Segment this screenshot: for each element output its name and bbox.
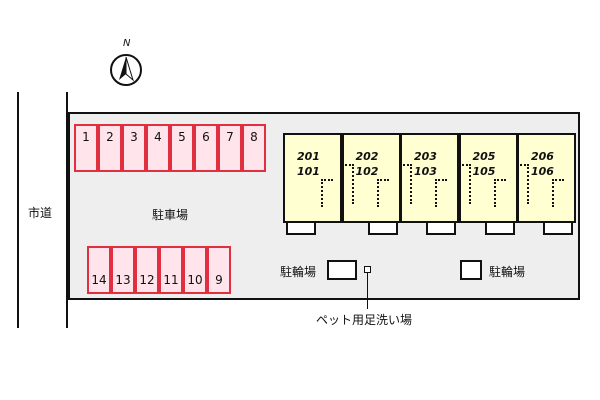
stair-outline <box>458 164 471 204</box>
parking-space-1: 1 <box>74 124 98 172</box>
unit-number-lower: 101 <box>297 165 320 178</box>
north-label: N <box>123 38 131 49</box>
stair-outline <box>400 164 412 204</box>
unit-number-upper: 203 <box>414 150 437 163</box>
entrance-step <box>484 223 515 235</box>
parking-space-13: 13 <box>111 246 135 294</box>
parking-space-5: 5 <box>170 124 194 172</box>
pet-wash-leader-line <box>367 273 368 309</box>
stair-outline <box>517 164 529 204</box>
stair-outline <box>341 164 354 204</box>
north-arrow-icon <box>110 54 142 86</box>
unit-number-lower: 102 <box>355 165 379 178</box>
bike-parking-label-left: 駐輪場 <box>280 265 317 279</box>
unit-number-lower: 103 <box>414 165 437 178</box>
lot-boundary-line <box>66 92 68 328</box>
parking-space-12: 12 <box>135 246 159 294</box>
parking-space-6: 6 <box>194 124 218 172</box>
pet-wash-marker <box>364 266 371 273</box>
unit-number-lower: 105 <box>472 165 496 178</box>
entrance-step <box>367 223 398 235</box>
parking-space-4: 4 <box>146 124 170 172</box>
parking-space-2: 2 <box>98 124 122 172</box>
parking-space-10: 10 <box>183 246 207 294</box>
unit-number-upper: 205 <box>472 150 496 163</box>
road-boundary-line <box>17 92 19 328</box>
compass: N <box>108 38 144 86</box>
stair-outline <box>321 179 333 207</box>
stair-outline <box>552 179 564 207</box>
entrance-step <box>543 223 573 235</box>
stair-outline <box>493 179 506 207</box>
stair-outline <box>376 179 389 207</box>
unit-number-upper: 201 <box>297 150 320 163</box>
bike-parking-right <box>460 260 482 280</box>
parking-space-14: 14 <box>87 246 111 294</box>
unit-number-upper: 206 <box>531 150 554 163</box>
road-label: 市道 <box>28 206 53 220</box>
bike-parking-label-right: 駐輪場 <box>489 265 526 279</box>
bike-parking-left <box>327 260 357 280</box>
entrance-step <box>286 223 316 235</box>
parking-space-7: 7 <box>218 124 242 172</box>
parking-space-3: 3 <box>122 124 146 172</box>
parking-label: 駐車場 <box>152 208 189 222</box>
entrance-step <box>426 223 456 235</box>
unit-number-lower: 106 <box>531 165 554 178</box>
pet-wash-label: ペット用足洗い場 <box>316 313 413 327</box>
parking-space-11: 11 <box>159 246 183 294</box>
stair-outline <box>435 179 447 207</box>
parking-space-8: 8 <box>242 124 266 172</box>
unit-number-upper: 202 <box>355 150 379 163</box>
parking-space-9: 9 <box>207 246 231 294</box>
